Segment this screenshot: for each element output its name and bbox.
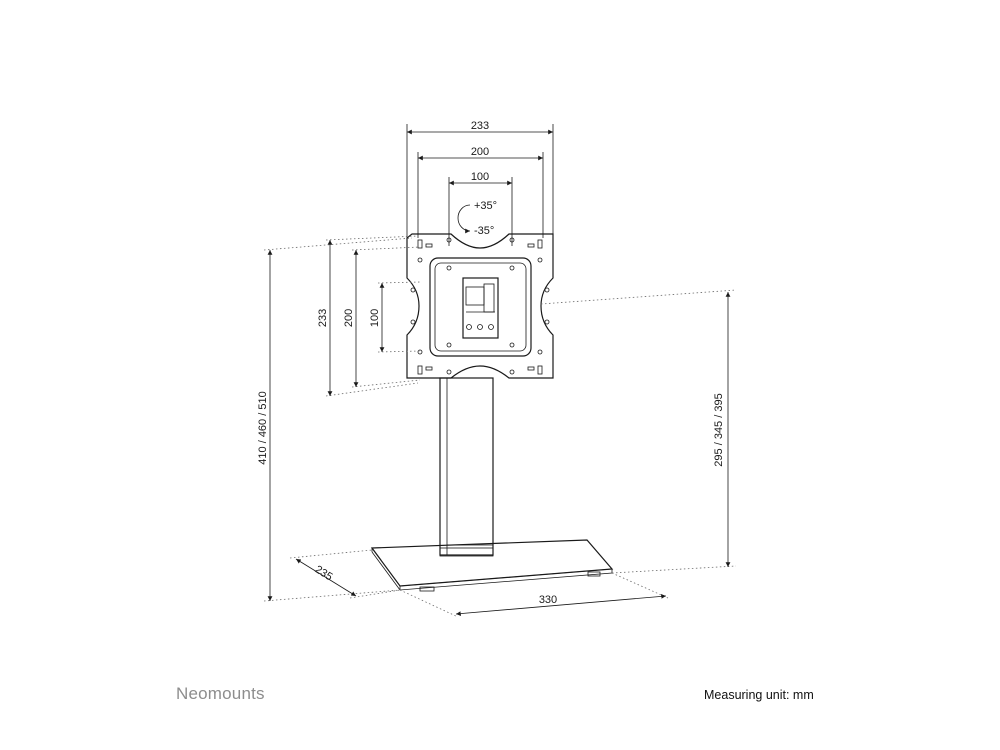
- top-width-dimensions: 233 200 100: [406, 120, 554, 246]
- dim-total-height: 410 / 460 / 510: [257, 391, 269, 464]
- measuring-unit-label: Measuring unit: mm: [704, 688, 814, 702]
- rotation-indicator: +35° -35°: [457, 200, 497, 237]
- dim-left-100: 100: [369, 309, 381, 327]
- vesa-plate: [406, 233, 554, 379]
- left-height-dimensions: 233 200 100: [317, 235, 421, 397]
- total-height-dimension: 410 / 460 / 510: [257, 237, 413, 602]
- dim-left-200: 200: [343, 309, 355, 327]
- rotation-minus-label: -35°: [474, 225, 494, 237]
- center-height-dimension: 295 / 345 / 395: [540, 289, 737, 574]
- mounting-holes: [410, 237, 550, 375]
- dim-center-height: 295 / 345 / 395: [713, 393, 725, 466]
- vesa-inner-frame: [429, 257, 532, 357]
- base-depth-dimension: 235: [289, 549, 401, 599]
- dim-top-200: 200: [471, 146, 489, 158]
- brand-logo-text: Neomounts: [176, 684, 265, 703]
- center-bracket: [462, 277, 499, 339]
- dim-base-width: 330: [539, 594, 557, 606]
- dim-top-233: 233: [471, 120, 489, 132]
- dim-top-100: 100: [471, 171, 489, 183]
- base-width-dimension: 330: [399, 572, 669, 618]
- vesa-plate-outline: [406, 233, 554, 379]
- rotation-plus-label: +35°: [474, 200, 497, 212]
- stand-column: [439, 377, 494, 557]
- dim-left-233: 233: [317, 309, 329, 327]
